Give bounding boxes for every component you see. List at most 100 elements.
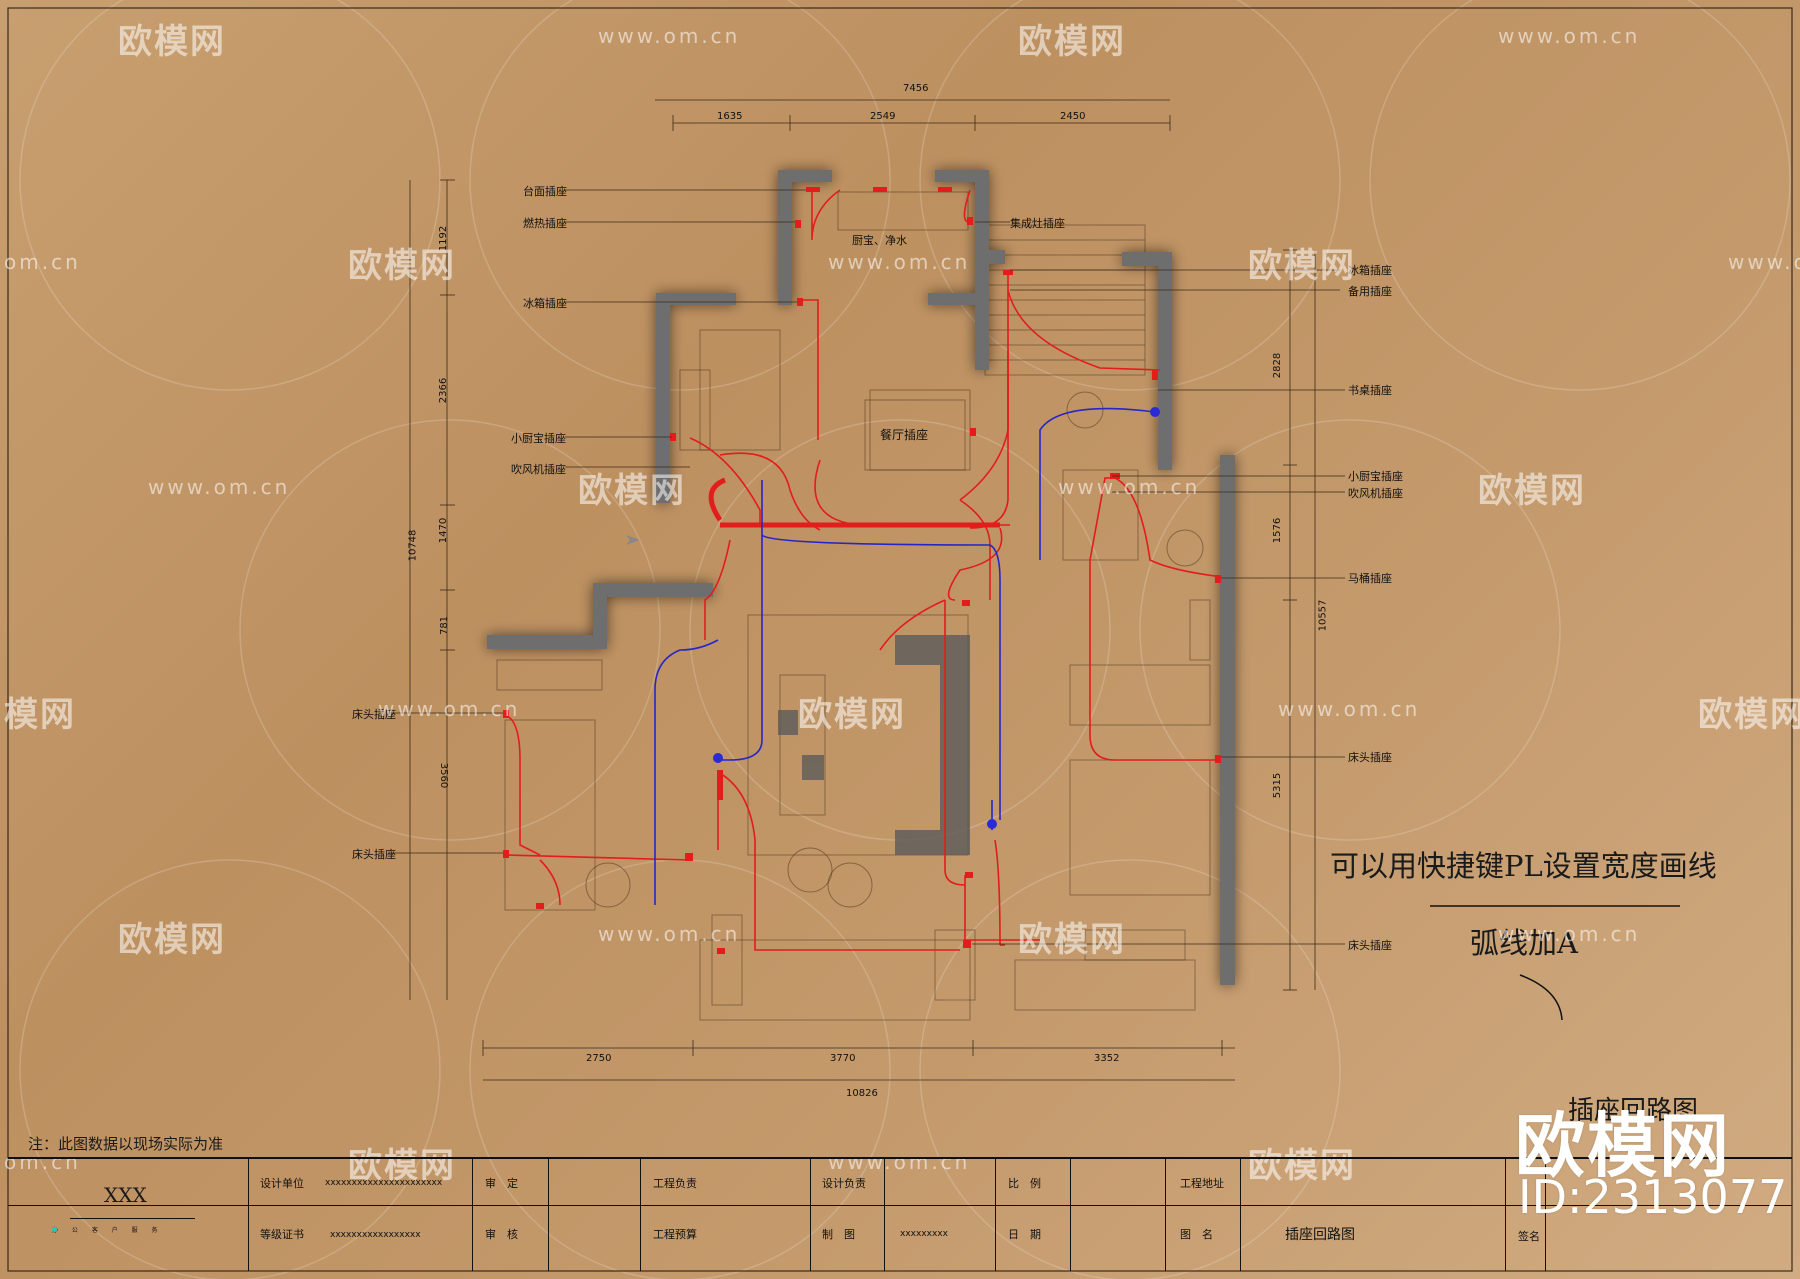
label-hairdryer-socket-left: 吹风机插座 xyxy=(511,463,566,476)
dim-left-4: 781 xyxy=(439,615,451,636)
watermark-url: www.om.cn xyxy=(1498,922,1641,946)
walls xyxy=(487,170,1235,985)
project-lead-label: 工程负责 xyxy=(653,1177,697,1190)
title-block-divider xyxy=(884,1157,885,1271)
drawn-value: xxxxxxxxx xyxy=(900,1229,948,1239)
cert-value: xxxxxxxxxxxxxxxxx xyxy=(330,1230,421,1240)
company-rule xyxy=(70,1218,195,1219)
dim-bottom-1: 2750 xyxy=(586,1053,612,1064)
label-bedside-socket-right-1: 床头插座 xyxy=(1348,751,1392,764)
title-block-divider xyxy=(640,1157,641,1271)
furniture-lines xyxy=(496,191,1211,1021)
label-bedside-socket-right-2: 床头插座 xyxy=(1348,939,1392,952)
watermark-brand: 模网 xyxy=(4,695,76,735)
date-label: 日 期 xyxy=(1008,1228,1041,1241)
watermark-url: om.cn xyxy=(4,250,81,274)
watermark-brand: 欧模网 xyxy=(118,22,226,62)
blue-dots xyxy=(713,407,1160,829)
watermark-url: www.om.cn xyxy=(378,697,521,721)
watermark-brand: 欧模网 xyxy=(1018,920,1126,960)
label-kitchen-heater-socket-right: 小厨宝插座 xyxy=(1348,470,1403,483)
design-unit-value: xxxxxxxxxxxxxxxxxxxxxx xyxy=(325,1178,443,1188)
design-unit-label: 设计单位 xyxy=(260,1177,304,1190)
resource-id: ID:2313077 xyxy=(1518,1170,1788,1224)
label-toilet-socket: 马桶插座 xyxy=(1348,572,1392,585)
address-label: 工程地址 xyxy=(1180,1177,1224,1190)
watermark-url: om.cn xyxy=(4,1150,81,1174)
watermark-brand: 欧模网 xyxy=(348,246,456,286)
watermark-url: www.om.cn xyxy=(1728,250,1800,274)
leader-lines xyxy=(390,189,1345,945)
drawing-name-value: 插座回路图 xyxy=(1285,1227,1355,1243)
pl-shortcut-note: 可以用快捷键PL设置宽度画线 xyxy=(1330,849,1717,883)
dim-right-total: 10557 xyxy=(1317,599,1329,632)
label-countertop-socket: 台面插座 xyxy=(523,185,567,198)
dim-bottom-3: 3352 xyxy=(1094,1053,1120,1064)
dimension-lines xyxy=(409,99,1316,1081)
dim-left-2: 2366 xyxy=(438,377,450,404)
brand-logo: 欧模网 xyxy=(1515,1105,1731,1187)
title-block-divider xyxy=(1545,1157,1546,1271)
title-block-mid-rule xyxy=(8,1205,1792,1206)
company-subtitle: 办 公 客 户 服 务 xyxy=(52,1227,164,1234)
watermark-brand: 欧模网 xyxy=(578,471,686,511)
approve-label: 审 定 xyxy=(485,1177,518,1190)
title-block-divider xyxy=(1240,1157,1241,1271)
label-dining-socket: 餐厅插座 xyxy=(880,428,929,442)
red-main-trunk xyxy=(708,477,1000,528)
sheet-border xyxy=(7,7,1793,1272)
watermark-url: www.om.cn xyxy=(828,250,971,274)
arc-note: 弧线加A xyxy=(1470,926,1578,960)
label-stove-socket: 集成灶插座 xyxy=(1010,217,1065,230)
title-block-divider xyxy=(248,1157,249,1271)
watermark-brand: 欧模网 xyxy=(1698,695,1800,735)
dim-bottom-2: 3770 xyxy=(830,1053,856,1064)
watermark-brand: 欧模网 xyxy=(348,1146,456,1186)
dim-bottom-total: 10826 xyxy=(846,1088,878,1099)
label-fridge-socket-right: 冰箱插座 xyxy=(1348,264,1392,277)
watermark-url: www.om.cn xyxy=(1498,24,1641,48)
drawing-title: 插座回路图 xyxy=(1568,1096,1699,1126)
budget-label: 工程预算 xyxy=(653,1228,697,1241)
watermark-url: www.om.cn xyxy=(598,24,741,48)
entry-arrow xyxy=(626,535,640,545)
label-hairdryer-socket-right: 吹风机插座 xyxy=(1348,487,1403,500)
drawn-label: 制 图 xyxy=(822,1228,855,1241)
watermark-url: www.om.cn xyxy=(1058,475,1201,499)
arc-sample xyxy=(1519,974,1563,1021)
label-water-heater-socket: 燃热插座 xyxy=(523,217,567,230)
title-block-divider xyxy=(1070,1157,1071,1271)
title-block-divider xyxy=(472,1157,473,1271)
company-dot-icon xyxy=(52,1227,57,1232)
dim-top-1: 1635 xyxy=(717,111,743,122)
title-block-divider xyxy=(1165,1157,1166,1271)
label-bedside-socket-left-2: 床头插座 xyxy=(352,848,396,861)
label-desk-socket: 书桌插座 xyxy=(1348,384,1392,397)
label-kitchen-heater-socket-left: 小厨宝插座 xyxy=(511,432,566,445)
design-lead-label: 设计负责 xyxy=(822,1177,866,1190)
watermark-url: www.om.cn xyxy=(148,475,291,499)
dim-top-2: 2549 xyxy=(870,111,896,122)
title-block-divider xyxy=(810,1157,811,1271)
dim-right-1: 2828 xyxy=(1272,352,1284,379)
cert-label: 等级证书 xyxy=(260,1228,304,1241)
blue-circuits xyxy=(654,407,1156,905)
watermark-brand: 欧模网 xyxy=(1478,471,1586,511)
watermark-brand: 欧模网 xyxy=(798,695,906,735)
watermark-brand: 欧模网 xyxy=(1018,22,1126,62)
furniture-blocks xyxy=(778,635,970,855)
footnote: 注：此图数据以现场实际为准 xyxy=(28,1135,224,1153)
watermark-url: www.om.cn xyxy=(598,922,741,946)
dim-left-3: 1470 xyxy=(438,517,450,544)
dim-left-5: 3560 xyxy=(438,762,450,789)
sign-label: 签名 xyxy=(1518,1230,1540,1243)
title-block-divider xyxy=(1505,1157,1506,1271)
label-fridge-socket-left: 冰箱插座 xyxy=(523,297,567,310)
dim-right-2: 1576 xyxy=(1272,517,1284,544)
watermark-brand: 欧模网 xyxy=(1248,246,1356,286)
watermark-brand: 欧模网 xyxy=(1248,1146,1356,1186)
socket-markers xyxy=(503,187,1221,954)
label-bedside-socket-left-1: 床头插座 xyxy=(352,708,396,721)
